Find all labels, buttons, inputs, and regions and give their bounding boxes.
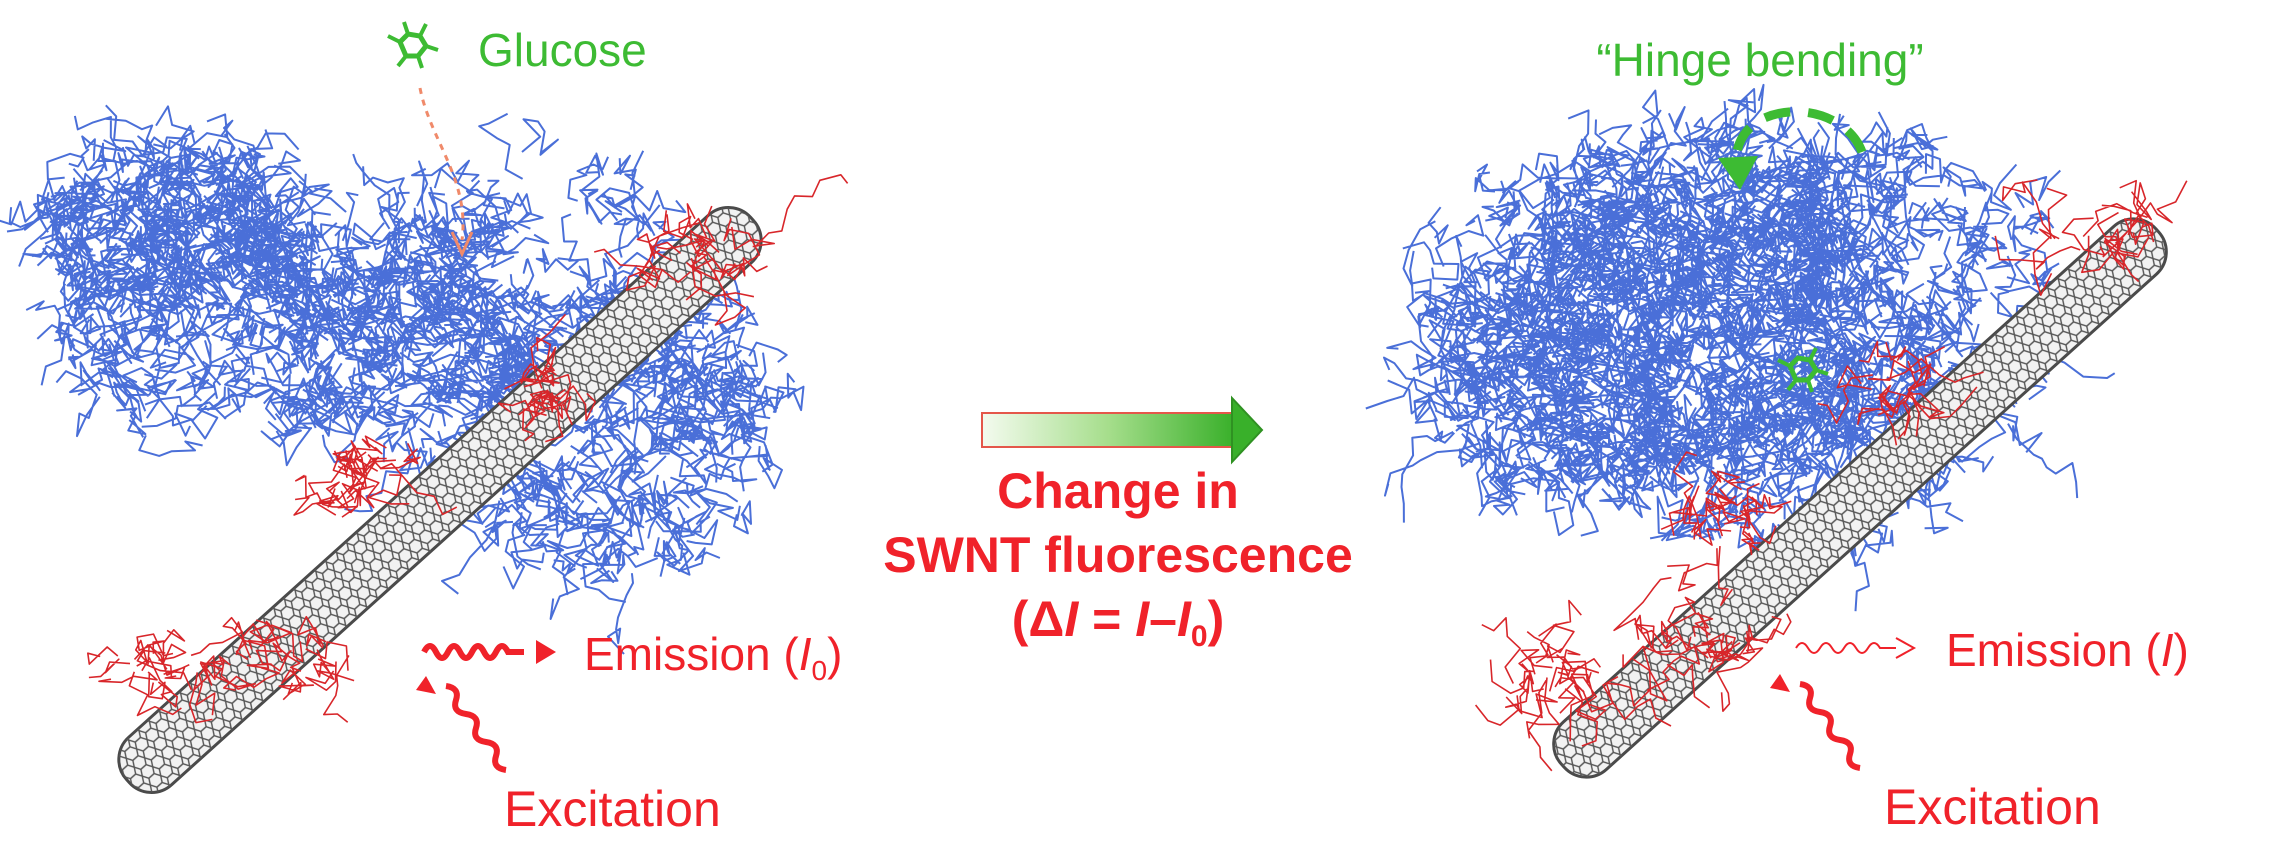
glucose-label: Glucose (478, 24, 647, 76)
emission-close-right: ) (2174, 624, 2189, 676)
emission-symbol-left: I (799, 628, 812, 680)
excitation-wave-left (445, 683, 507, 773)
excitation-arrowhead-right (1770, 674, 1790, 692)
hinge-bending-arrowhead (1718, 156, 1758, 190)
eq-open: (Δ (1012, 591, 1065, 647)
emission-symbol-right: I (2161, 624, 2174, 676)
emission-arrowhead-left (536, 640, 556, 664)
emission-subscript-left: 0 (812, 655, 828, 686)
swnt-fluorescence-label: SWNT fluorescence (883, 527, 1353, 583)
eq-i2: I (1135, 591, 1150, 647)
glucose-approach-arrowhead (450, 231, 474, 258)
emission-label-left: Emission (I0) (584, 628, 842, 686)
emission-label-right: Emission (I) (1946, 624, 2189, 676)
glucose-molecule-icon (387, 21, 439, 69)
excitation-label-left: Excitation (504, 781, 721, 837)
linker-chains-right (1474, 179, 2188, 772)
molecular-wireframe (1474, 179, 2188, 772)
molecular-wireframe (1365, 83, 2116, 612)
eq-i1: I (1064, 591, 1079, 647)
emission-wave-left (421, 643, 524, 661)
right-panel: “Hinge bending” Emission (I) Excitation (1365, 34, 2189, 835)
eq-close: ) (1208, 591, 1225, 647)
protein-structure-right (1365, 83, 2116, 612)
emission-arrowhead-right (1895, 637, 1917, 659)
transition-arrow (981, 395, 1264, 465)
glucose-approach-arrow (418, 87, 465, 241)
emission-wave-right (1795, 642, 1896, 654)
emission-close-left: ) (827, 628, 842, 680)
excitation-wave-right (1799, 681, 1861, 771)
eq-sub: 0 (1191, 620, 1208, 653)
left-panel: Glucose Emission (I0) Excitation (0, 21, 849, 837)
excitation-label-right: Excitation (1884, 779, 2101, 835)
bound-glucose-icon (1777, 347, 1829, 393)
eq-equals: = (1078, 591, 1135, 647)
emission-label-left-text: Emission ( (584, 628, 799, 680)
delta-i-equation: (ΔI = I–I0) (1012, 591, 1224, 653)
linker-chains-left (87, 174, 849, 724)
excitation-arrowhead-left (416, 676, 436, 694)
molecular-wireframe (87, 174, 849, 724)
hinge-bending-label: “Hinge bending” (1596, 34, 1923, 86)
emission-label-right-text: Emission ( (1946, 624, 2161, 676)
change-in-label: Change in (997, 463, 1239, 519)
eq-dash: – (1149, 591, 1177, 647)
hinge-bending-arrow (1731, 107, 1867, 163)
eq-i3: I (1177, 591, 1192, 647)
center-transition: Change in SWNT fluorescence (ΔI = I–I0) (883, 395, 1353, 653)
